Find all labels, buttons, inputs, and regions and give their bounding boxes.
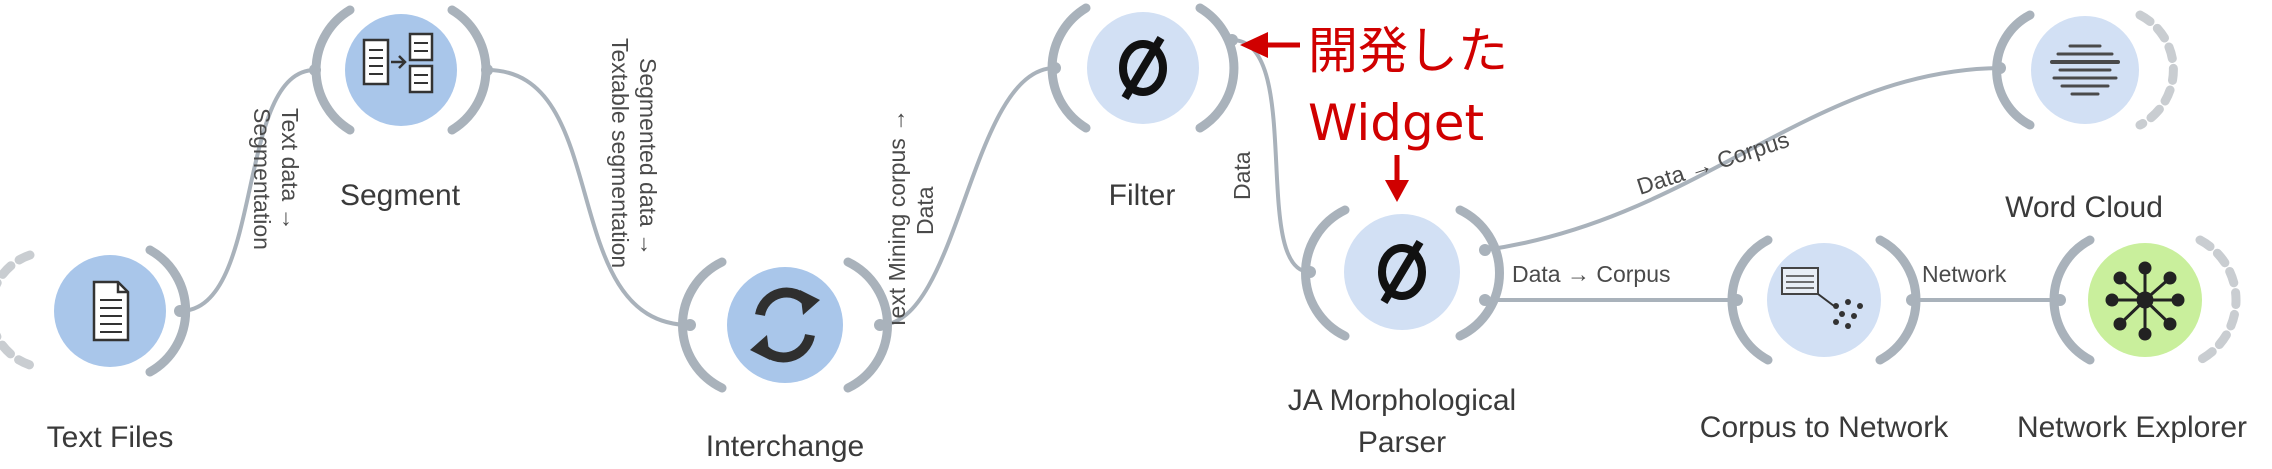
link-label-corpus-explorer: Network — [1922, 261, 2007, 287]
node-network-explorer[interactable]: Network Explorer — [2017, 235, 2247, 444]
empty-set-icon — [1378, 239, 1426, 305]
node-label-network-explorer: Network Explorer — [2017, 411, 2247, 444]
svg-text:Data: Data — [1229, 151, 1255, 200]
node-filter[interactable]: Filter — [1047, 3, 1239, 212]
empty-set-icon — [1119, 35, 1167, 101]
svg-text:Data: Data — [912, 186, 938, 235]
svg-text:Data → Corpus: Data → Corpus — [1634, 126, 1793, 200]
document-icon — [92, 280, 130, 342]
annotation-line1: 開発した — [1308, 22, 1508, 80]
developed-widget-annotation: 開発した Widget — [1240, 22, 1508, 202]
link-textfiles-segment[interactable] — [179, 68, 316, 313]
node-label-segment: Segment — [340, 179, 461, 212]
node-ja-morphological-parser[interactable]: JA Morphological Parser — [1288, 205, 1516, 459]
network-graph-icon — [2105, 261, 2185, 341]
svg-text:Textable segmentation: Textable segmentation — [607, 38, 633, 268]
link-label-parser-wordcloud: Data → Corpus — [1634, 126, 1793, 200]
node-label-ja-parser-line2: Parser — [1358, 426, 1446, 459]
node-interchange[interactable]: Interchange — [678, 257, 892, 463]
node-label-ja-parser-line1: JA Morphological — [1288, 384, 1516, 417]
link-label-textfiles-segment: Text data → Segmentation — [249, 108, 303, 250]
arrow-down-icon — [1385, 155, 1409, 202]
link-interchange-filter[interactable] — [879, 66, 1056, 327]
node-label-text-files: Text Files — [47, 421, 174, 454]
link-segment-interchange[interactable] — [486, 68, 691, 327]
node-corpus-to-network[interactable]: Corpus to Network — [1700, 235, 1949, 444]
svg-text:Segmented data →: Segmented data → — [635, 58, 661, 256]
segment-documents-icon — [362, 32, 434, 94]
node-segment[interactable]: Segment — [309, 5, 493, 212]
node-label-corpus-to-network: Corpus to Network — [1700, 411, 1949, 444]
node-word-cloud[interactable]: Word Cloud — [1992, 10, 2178, 224]
svg-text:Text data →: Text data → — [277, 108, 303, 231]
corpus-network-icon — [1781, 267, 1863, 329]
link-label-segment-interchange: Segmented data → Textable segmentation — [607, 38, 661, 268]
link-label-filter-parser: Data — [1229, 151, 1255, 200]
svg-text:Segmentation: Segmentation — [249, 108, 275, 250]
node-text-files[interactable]: Text Files — [0, 245, 191, 454]
arrow-left-icon — [1240, 32, 1300, 58]
word-cloud-icon — [2050, 44, 2120, 96]
link-label-parser-corpus: Data → Corpus — [1512, 261, 1671, 287]
node-label-interchange: Interchange — [706, 430, 864, 463]
node-label-filter: Filter — [1109, 179, 1176, 212]
link-parser-wordcloud[interactable] — [1484, 66, 2001, 252]
refresh-arrows-icon — [750, 287, 820, 363]
svg-text:Text Mining corpus →: Text Mining corpus → — [884, 109, 910, 330]
link-label-interchange-filter: Text Mining corpus → Data — [884, 109, 938, 330]
node-label-word-cloud: Word Cloud — [2005, 191, 2163, 224]
annotation-line2: Widget — [1308, 94, 1484, 152]
